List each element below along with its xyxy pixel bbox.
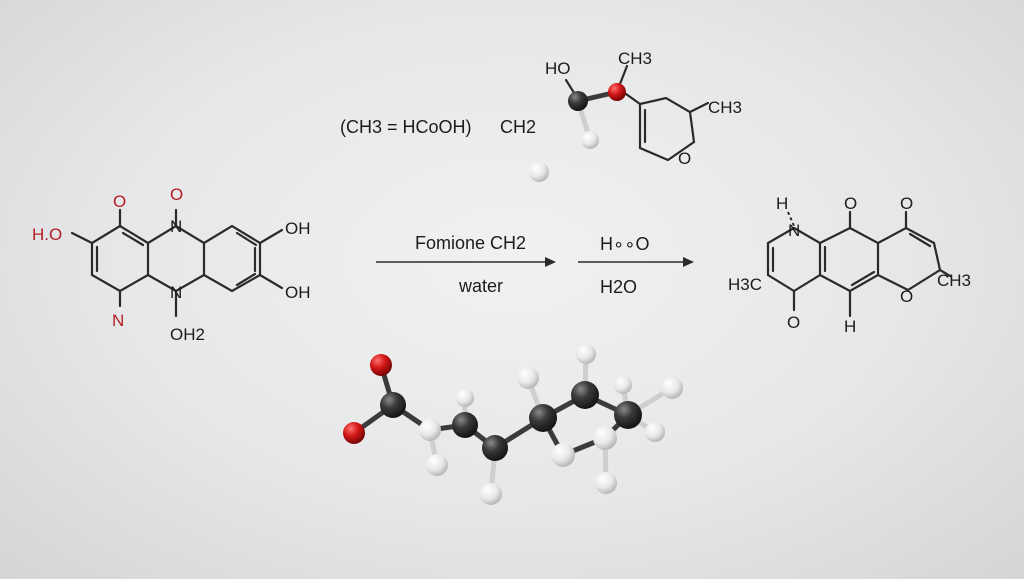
right-label-o-bottom: O [787, 313, 800, 332]
right-molecule: H N O O H3C O H O CH3 [728, 194, 971, 336]
left-label-ho: H.O [32, 225, 62, 244]
right-label-h-top: H [776, 194, 788, 213]
top-label-ch3-a: CH3 [618, 49, 652, 68]
right-label-o-top2: O [900, 194, 913, 213]
left-label-oh-lower: OH [285, 283, 311, 302]
ball-stick-molecule [343, 344, 683, 505]
formula-top-sub: CH2 [500, 117, 536, 137]
arrow1-below: water [458, 276, 503, 296]
reaction-arrow-2: H∘∘O H2O [578, 234, 694, 297]
left-molecule: O O H.O OH OH N N N OH2 [32, 185, 311, 344]
left-label-o-top2: O [170, 185, 183, 204]
arrow1-above: Fomione CH2 [415, 233, 526, 253]
reaction-arrow-1: Fomione CH2 water [376, 233, 556, 296]
right-label-n: N [788, 221, 800, 240]
left-label-oh-upper: OH [285, 219, 311, 238]
top-label-ho: HO [545, 59, 571, 78]
left-label-n-bottom: N [170, 283, 182, 302]
right-label-o-top1: O [844, 194, 857, 213]
arrow2-below: H2O [600, 277, 637, 297]
left-label-n-top: N [170, 217, 182, 236]
left-label-oh2: OH2 [170, 325, 205, 344]
formula-top: (CH3 = HCoOH) [340, 117, 472, 137]
left-label-n-red: N [112, 311, 124, 330]
right-label-ch3: CH3 [937, 271, 971, 290]
top-label-ch3-b: CH3 [708, 98, 742, 117]
top-label-o: O [678, 149, 691, 168]
right-label-h3c: H3C [728, 275, 762, 294]
left-label-o-top1: O [113, 192, 126, 211]
right-label-o-ring: O [900, 287, 913, 306]
arrow2-above: H∘∘O [600, 234, 650, 254]
right-label-h-bottom: H [844, 317, 856, 336]
top-molecule: HO CH3 CH3 O [529, 49, 742, 182]
